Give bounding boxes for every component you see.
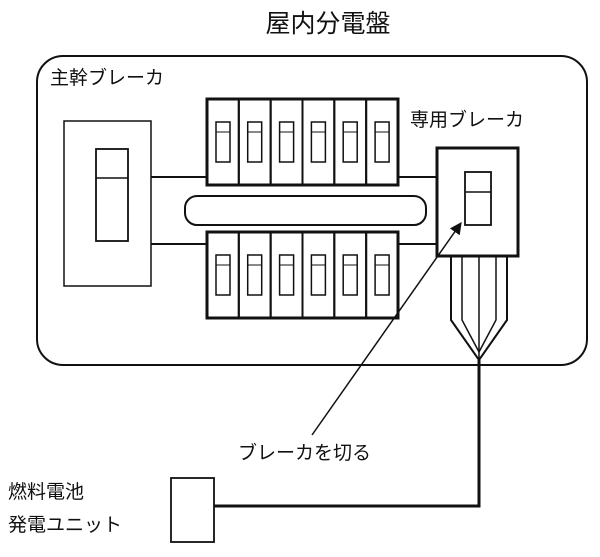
dedicated-breaker-switch (464, 171, 492, 226)
fuel-cell-label-line1: 燃料電池 (8, 481, 84, 503)
main-breaker-label: 主幹ブレーカ (50, 66, 164, 89)
main-breaker-switch (95, 148, 129, 242)
distribution-board-enclosure (36, 55, 588, 366)
board-title: 屋内分電盤 (265, 9, 390, 38)
fuel-cell-unit (170, 477, 215, 543)
instruction-arrow (311, 222, 462, 436)
instruction-label: ブレーカを切る (238, 441, 371, 464)
busbar (184, 195, 427, 226)
bottom-breaker-6 (365, 231, 400, 319)
top-breaker-6 (365, 98, 400, 186)
fuel-cell-cable (214, 360, 481, 508)
main-breaker-body (63, 120, 152, 287)
dedicated-breaker-label: 専用ブレーカ (410, 108, 524, 131)
fuel-cell-label-line2: 発電ユニット (8, 514, 122, 536)
